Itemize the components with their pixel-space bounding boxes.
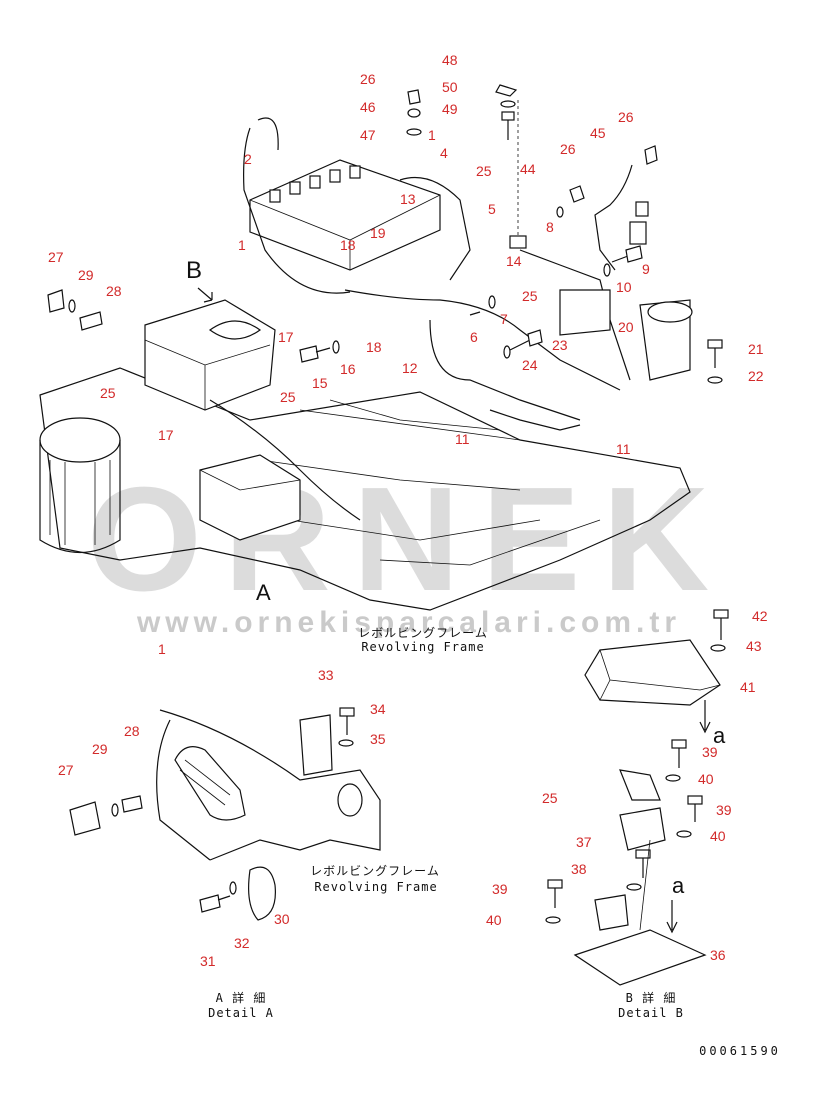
callout-25e: 25 — [542, 790, 558, 806]
drawing-number: 00061590 — [699, 1044, 781, 1058]
callout-26c: 26 — [560, 141, 576, 157]
callout-40: 40 — [698, 771, 714, 787]
callout-40c: 40 — [486, 912, 502, 928]
callout-26: 26 — [360, 71, 376, 87]
callout-17b: 17 — [158, 427, 174, 443]
main-assembly — [39, 84, 723, 611]
caption-detail-b-en: Detail B — [618, 1006, 684, 1020]
arrow-label-a2: a — [672, 873, 685, 898]
callout-49: 49 — [442, 101, 458, 117]
callout-1b: 1 — [238, 237, 246, 253]
callout-20: 20 — [618, 319, 634, 335]
callout-25c: 25 — [100, 385, 116, 401]
callout-48: 48 — [442, 52, 458, 68]
callout-10: 10 — [616, 279, 632, 295]
callout-1c: 1 — [158, 641, 166, 657]
callout-30: 30 — [274, 911, 290, 927]
callout-2: 2 — [244, 151, 252, 167]
callout-40b: 40 — [710, 828, 726, 844]
callout-25b: 25 — [522, 288, 538, 304]
callout-29: 29 — [78, 267, 94, 283]
callout-18b: 18 — [366, 339, 382, 355]
view-letter-a: A — [256, 580, 271, 605]
callout-18: 18 — [340, 237, 356, 253]
callout-46: 46 — [360, 99, 376, 115]
callout-24: 24 — [522, 357, 538, 373]
callout-27: 27 — [48, 249, 64, 265]
callout-33: 33 — [318, 667, 334, 683]
callout-38: 38 — [571, 861, 587, 877]
callout-9: 9 — [642, 261, 650, 277]
view-letter-b: B — [186, 257, 202, 284]
callout-21: 21 — [748, 341, 764, 357]
callout-25: 25 — [476, 163, 492, 179]
caption-revolving-frame-en: Revolving Frame — [361, 640, 485, 654]
callout-14: 14 — [506, 253, 522, 269]
caption-detail-a-en: Detail A — [208, 1006, 274, 1020]
callout-28b: 28 — [124, 723, 140, 739]
detail-a-assembly — [69, 707, 381, 921]
caption-revolving-frame-a-jp: レボルビングフレーム — [310, 864, 440, 878]
callout-12: 12 — [402, 360, 418, 376]
callout-34: 34 — [370, 701, 386, 717]
callout-32: 32 — [234, 935, 250, 951]
callout-36: 36 — [710, 947, 726, 963]
callout-13: 13 — [400, 191, 416, 207]
caption-revolving-frame-a-en: Revolving Frame — [314, 880, 438, 894]
callout-23: 23 — [552, 337, 568, 353]
callout-6: 6 — [470, 329, 478, 345]
callout-37: 37 — [576, 834, 592, 850]
callout-11: 11 — [455, 431, 470, 447]
callout-17: 17 — [278, 329, 294, 345]
callout-19: 19 — [370, 225, 386, 241]
callout-29b: 29 — [92, 741, 108, 757]
callout-16: 16 — [340, 361, 356, 377]
callout-28: 28 — [106, 283, 122, 299]
callout-50: 50 — [442, 79, 458, 95]
callout-47: 47 — [360, 127, 376, 143]
callout-44: 44 — [520, 161, 536, 177]
callout-27b: 27 — [58, 762, 74, 778]
callout-26b: 26 — [618, 109, 634, 125]
callout-7: 7 — [500, 311, 508, 327]
callout-43: 43 — [746, 638, 762, 654]
callout-22: 22 — [748, 368, 764, 384]
detail-b-assembly — [545, 609, 729, 986]
callout-45: 45 — [590, 125, 606, 141]
callout-41: 41 — [740, 679, 756, 695]
caption-revolving-frame-jp: レボルビングフレーム — [358, 626, 488, 640]
callout-31: 31 — [200, 953, 216, 969]
callout-39b: 39 — [716, 802, 732, 818]
callout-1: 1 — [428, 127, 436, 143]
callout-5: 5 — [488, 201, 496, 217]
arrow-label-a1: a — [713, 723, 726, 748]
callout-39c: 39 — [492, 881, 508, 897]
callout-35: 35 — [370, 731, 386, 747]
caption-detail-b-jp: B 詳 細 — [625, 991, 677, 1005]
callout-25d: 25 — [280, 389, 296, 405]
callout-39: 39 — [702, 744, 718, 760]
callout-15: 15 — [312, 375, 328, 391]
caption-detail-a-jp: A 詳 細 — [215, 991, 267, 1005]
callout-42: 42 — [752, 608, 768, 624]
callout-11b: 11 — [616, 441, 631, 457]
callout-4: 4 — [440, 145, 448, 161]
callouts: 48 50 49 26 46 47 1 4 25 13 5 44 45 26 2… — [48, 52, 768, 969]
callout-8: 8 — [546, 219, 554, 235]
